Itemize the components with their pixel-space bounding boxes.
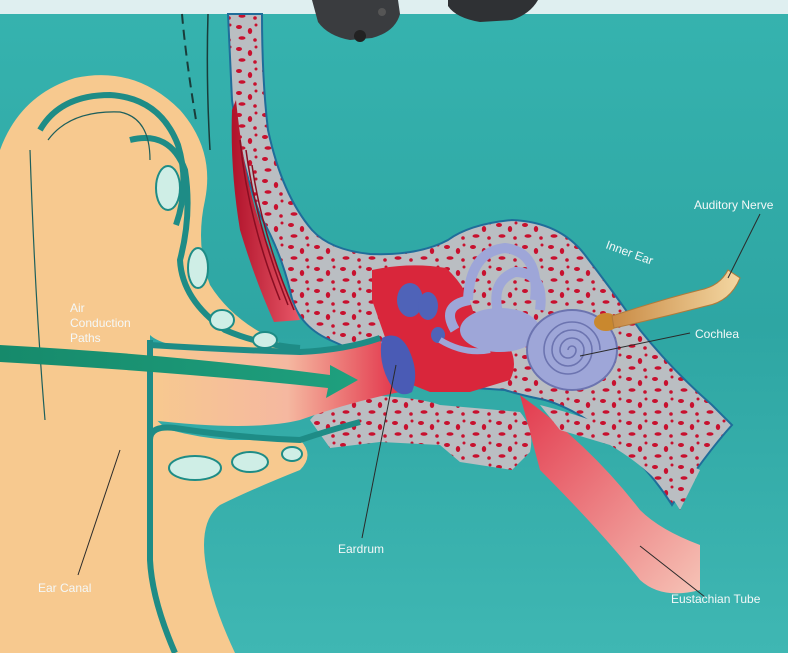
label-eustachian-tube: Eustachian Tube xyxy=(671,592,761,606)
label-ear-canal: Ear Canal xyxy=(38,581,91,595)
label-air-conduction-3: Paths xyxy=(70,331,101,345)
label-eardrum: Eardrum xyxy=(338,542,384,556)
label-auditory-nerve: Auditory Nerve xyxy=(694,198,774,212)
label-air-conduction-2: Conduction xyxy=(70,316,131,330)
label-cochlea: Cochlea xyxy=(695,327,739,341)
label-air-conduction-1: Air xyxy=(70,301,85,315)
